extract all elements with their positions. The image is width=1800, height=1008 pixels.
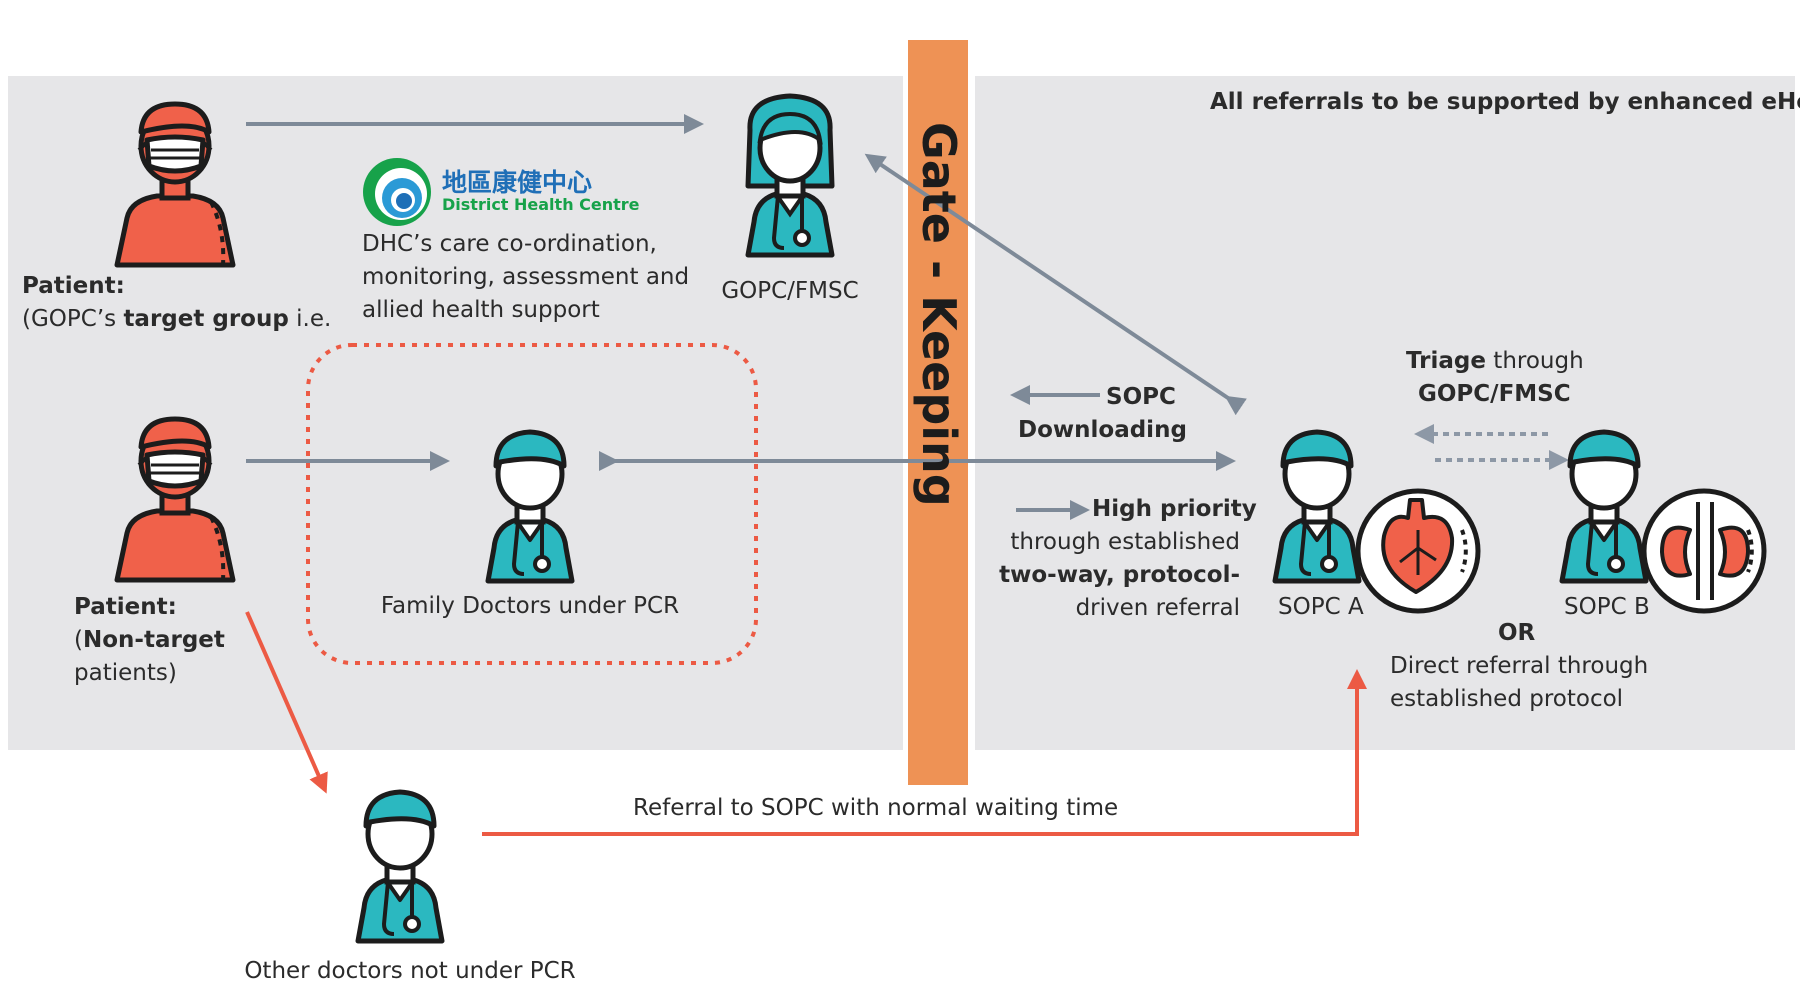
patient-nontarget-label: Patient: bbox=[74, 594, 177, 620]
triage-label: Triage through bbox=[1406, 348, 1584, 374]
triage-label-2: GOPC/FMSC bbox=[1418, 381, 1571, 407]
high-priority-line-2: through established bbox=[1010, 529, 1240, 555]
arrow-normal-referral bbox=[482, 669, 1367, 836]
right-panel bbox=[975, 76, 1795, 750]
gate-keeping-label: Gate - Keeping bbox=[912, 122, 966, 507]
direct-referral-line-2: established protocol bbox=[1390, 686, 1624, 712]
high-priority-line-3: two-way, protocol- bbox=[999, 562, 1240, 588]
patient-nontarget-desc: (Non-target bbox=[74, 627, 225, 653]
sopc-downloading-line-1: SOPC bbox=[1106, 384, 1176, 410]
patient-target-desc: (GOPC’s target group i.e. bbox=[22, 306, 332, 332]
pcr-dashed-box bbox=[306, 343, 758, 665]
sopc-downloading-line-2: Downloading bbox=[1018, 417, 1187, 443]
high-priority-line-4: driven referral bbox=[1075, 595, 1240, 621]
dhc-support-line-3: allied health support bbox=[362, 297, 600, 323]
other-doctors-label: Other doctors not under PCR bbox=[244, 958, 576, 984]
heart-icon bbox=[1355, 488, 1481, 614]
arrow-gopc-sopc bbox=[864, 153, 1247, 416]
other-doctor-icon bbox=[358, 792, 442, 941]
dhc-support-line-2: monitoring, assessment and bbox=[362, 264, 690, 290]
kidney-icon bbox=[1641, 488, 1767, 614]
dhc-logo-icon bbox=[363, 158, 431, 226]
patient-nontarget-desc-2: patients) bbox=[74, 660, 177, 686]
patient-target-label: Patient: bbox=[22, 273, 125, 299]
gopc-label: GOPC/FMSC bbox=[721, 278, 859, 304]
dhc-name-en: District Health Centre bbox=[442, 195, 640, 214]
or-label: OR bbox=[1498, 620, 1536, 646]
ehealth-banner: All referrals to be supported by enhance… bbox=[1210, 89, 1800, 115]
normal-referral-label: Referral to SOPC with normal waiting tim… bbox=[633, 795, 1119, 821]
family-doctors-label: Family Doctors under PCR bbox=[380, 593, 680, 619]
sopc-a-label: SOPC A bbox=[1278, 594, 1364, 620]
gopc-doctor-icon bbox=[748, 96, 832, 255]
high-priority-label: High priority bbox=[1092, 496, 1257, 522]
sopc-b-label: SOPC B bbox=[1564, 594, 1650, 620]
arrow-patient-to-other-doctor bbox=[245, 611, 328, 794]
dhc-name-zh: 地區康健中心 bbox=[442, 168, 593, 197]
dhc-support-line-1: DHC’s care co-ordination, bbox=[362, 231, 657, 257]
direct-referral-line-1: Direct referral through bbox=[1390, 653, 1649, 679]
